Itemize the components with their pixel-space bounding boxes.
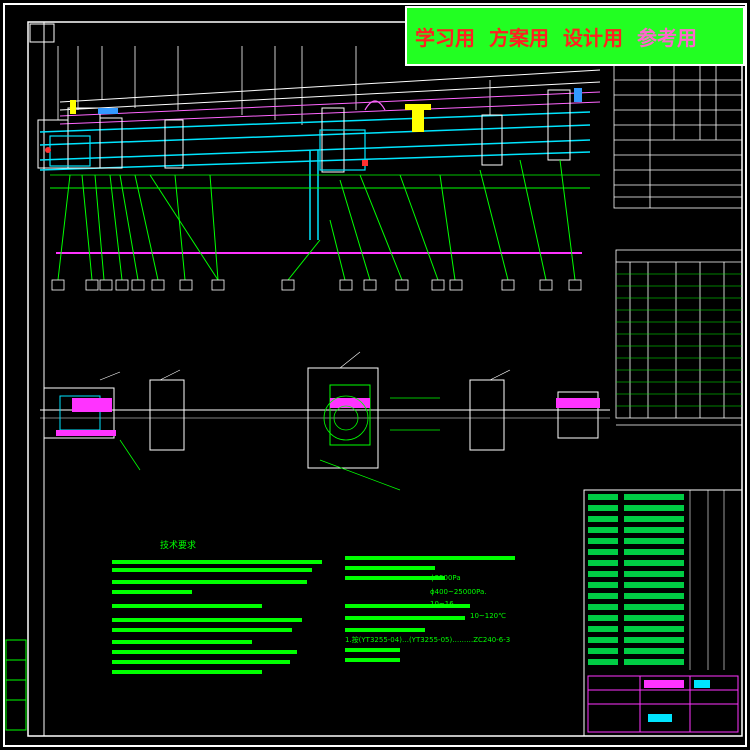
- parts-list-table: [615, 249, 743, 419]
- banner-label-study: 学习用: [415, 25, 475, 50]
- spec-line-3: ϕ2500Pa: [430, 574, 461, 582]
- spec-line-2: ϕ400~25000Pa.: [430, 588, 487, 596]
- banner-label-design: 设计用: [563, 25, 623, 50]
- usage-banner: 学习用 方案用 设计用 参考用: [405, 6, 745, 66]
- banner-label-plan: 方案用: [489, 25, 549, 50]
- banner-label-reference: 参考用: [637, 25, 697, 50]
- title-block: [583, 489, 743, 737]
- elevation-view: [37, 46, 601, 291]
- parameter-table: [613, 61, 743, 209]
- plan-view: [40, 351, 610, 491]
- spec-line-4: 10~16: [430, 600, 454, 608]
- spec-line-1: 1.按(YT3255-04)…(YT3255-05)………ZC240-6-3: [345, 635, 510, 644]
- left-title-strip: [5, 639, 27, 731]
- technical-notes: 技术要求 1.按(YT3255-04)…(YT3255-05)………ZC240-…: [112, 539, 515, 674]
- notes-heading: 技术要求: [160, 539, 196, 551]
- drawing-border: [3, 3, 747, 747]
- spec-line-5: 10~120℃: [470, 612, 506, 620]
- top-left-box: [29, 23, 55, 43]
